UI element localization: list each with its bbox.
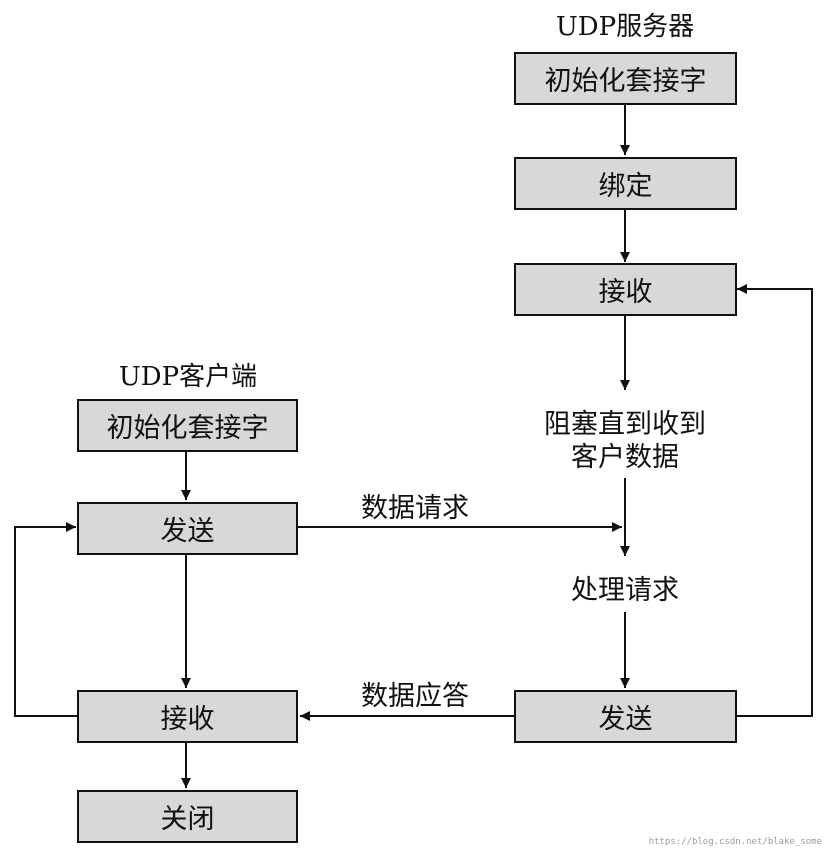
response-label: 数据应答	[361, 681, 469, 712]
client-init-box: 初始化套接字	[77, 399, 298, 452]
client-close-box: 关闭	[77, 790, 298, 843]
server-block-text-line1: 阻塞直到收到	[544, 409, 706, 440]
client-title: UDP客户端	[118, 362, 258, 392]
arrow-loop-send-to-recv	[737, 284, 813, 717]
server-init-box: 初始化套接字	[514, 52, 737, 105]
server-process-text: 处理请求	[571, 575, 679, 606]
server-recv-box: 接收	[514, 263, 737, 316]
server-bind-box: 绑定	[514, 157, 737, 210]
server-send-box: 发送	[514, 690, 737, 743]
client-recv-box: 接收	[77, 690, 298, 743]
server-block-text-line2: 客户数据	[571, 442, 679, 473]
request-label: 数据请求	[361, 493, 469, 524]
server-title: UDP服务器	[555, 12, 695, 42]
watermark: https://blog.csdn.net/blake_some	[648, 837, 822, 847]
client-send-box: 发送	[77, 502, 298, 555]
arrow-loop-recv-to-send	[14, 522, 78, 717]
